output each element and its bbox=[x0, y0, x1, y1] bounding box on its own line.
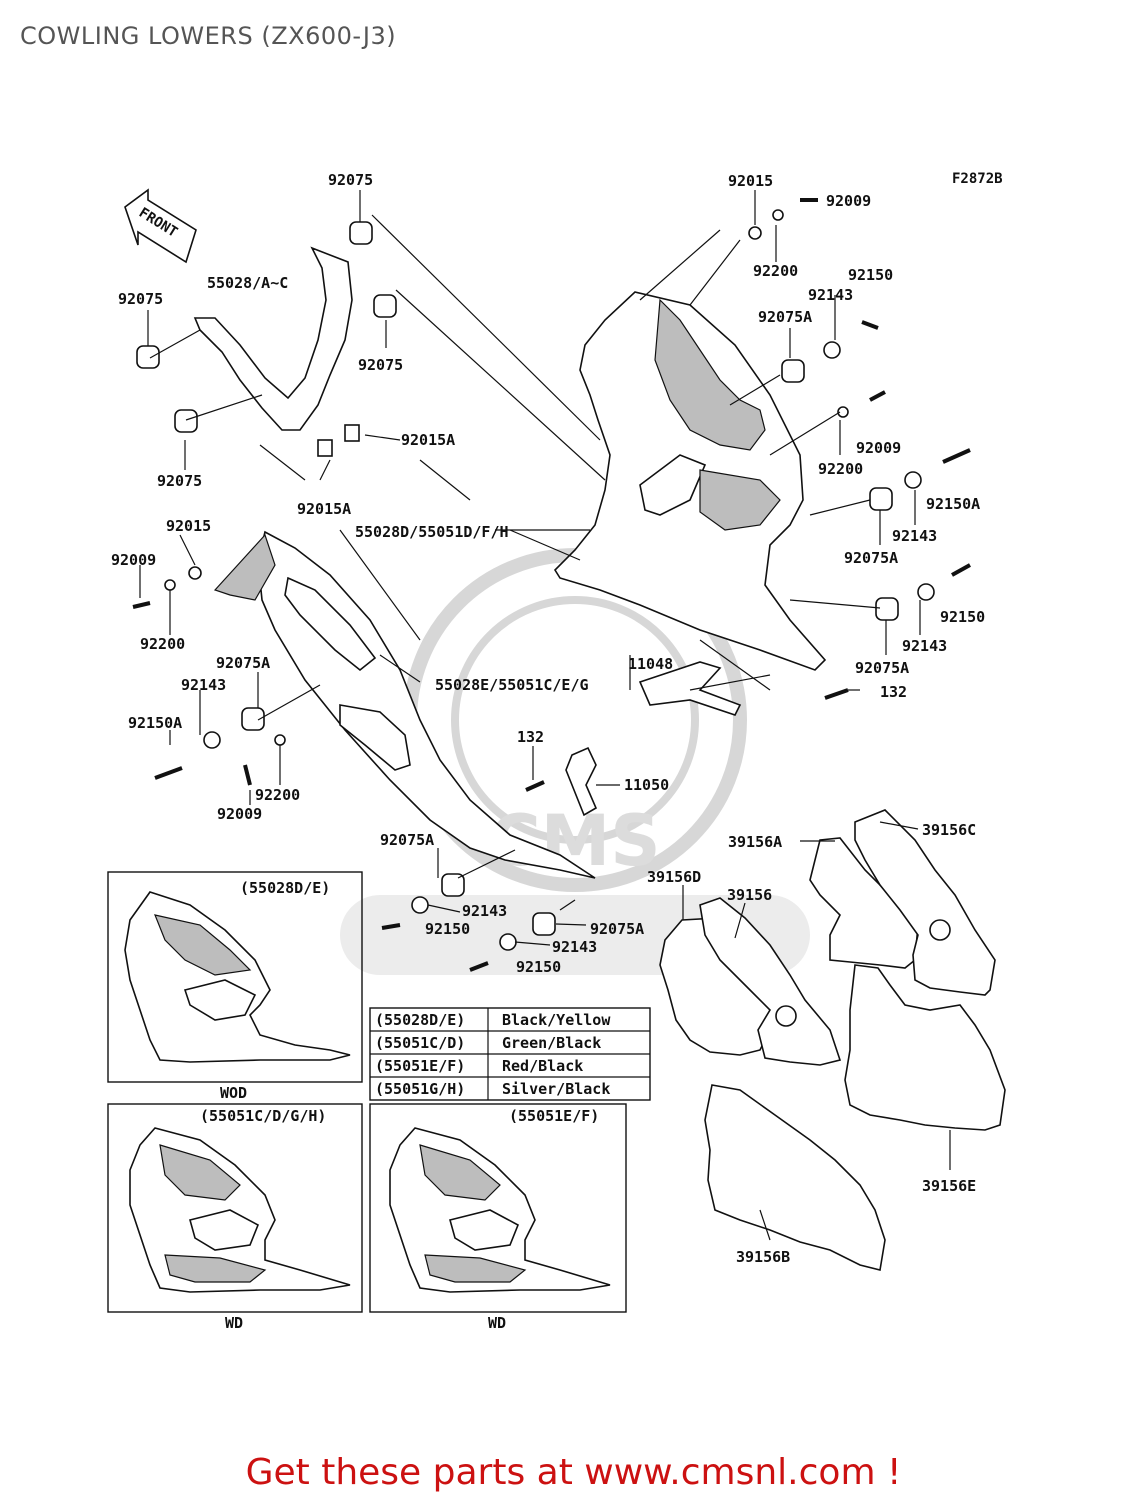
bracket-11048-part bbox=[638, 661, 742, 716]
label-92075A-c: 92075A bbox=[216, 654, 270, 672]
label-39156A: 39156A bbox=[728, 833, 782, 851]
variant-2-caption: WD bbox=[225, 1314, 243, 1332]
label-92143-e: 92143 bbox=[462, 902, 507, 920]
label-92143-f: 92143 bbox=[552, 938, 597, 956]
color-table-code-3: (55051E/F) bbox=[375, 1057, 465, 1075]
label-39156: 39156 bbox=[727, 886, 772, 904]
label-92009-c: 92009 bbox=[111, 551, 156, 569]
label-92009-a: 92009 bbox=[826, 192, 871, 210]
pad-leaders bbox=[682, 821, 951, 1241]
label-92143-d: 92143 bbox=[181, 676, 226, 694]
color-table bbox=[369, 1007, 651, 1101]
label-layer: F2872B 92075 92015 92009 55028/A~C 92075… bbox=[111, 171, 1003, 1332]
footer-link[interactable]: Get these parts at www.cmsnl.com ! bbox=[245, 1452, 902, 1493]
label-92009-b: 92009 bbox=[856, 439, 901, 457]
label-92200-d: 92200 bbox=[255, 786, 300, 804]
pad-39156E bbox=[844, 964, 1006, 1131]
variant-box-1 bbox=[107, 871, 363, 1083]
label-55028E: 55028E/55051C/E/G bbox=[435, 676, 589, 694]
label-92075-c: 92075 bbox=[358, 356, 403, 374]
bracket-11050-part bbox=[565, 746, 598, 817]
pad-39156 bbox=[699, 897, 842, 1066]
lower-cowling-part bbox=[213, 530, 596, 879]
label-92150-d: 92150 bbox=[516, 958, 561, 976]
label-92143-c: 92143 bbox=[902, 637, 947, 655]
variant-box-2 bbox=[107, 1103, 363, 1313]
label-92150-b: 92150 bbox=[940, 608, 985, 626]
label-39156E: 39156E bbox=[922, 1177, 976, 1195]
label-11050: 11050 bbox=[624, 776, 669, 794]
label-92150A-a: 92150A bbox=[926, 495, 980, 513]
label-92075A-b: 92075A bbox=[844, 549, 898, 567]
color-table-color-1: Black/Yellow bbox=[502, 1011, 611, 1029]
pad-39156B bbox=[704, 1084, 886, 1271]
pad-39156A bbox=[809, 837, 919, 969]
label-132-b: 132 bbox=[517, 728, 544, 746]
label-92015-a: 92015 bbox=[728, 172, 773, 190]
label-92075A-f: 92075A bbox=[590, 920, 644, 938]
label-92150-a: 92150 bbox=[848, 266, 893, 284]
label-92200-b: 92200 bbox=[818, 460, 863, 478]
label-39156B: 39156B bbox=[736, 1248, 790, 1266]
color-table-code-1: (55028D/E) bbox=[375, 1011, 465, 1029]
label-92143-a: 92143 bbox=[808, 286, 853, 304]
label-132-a: 132 bbox=[880, 683, 907, 701]
label-92075A-e: 92075A bbox=[380, 831, 434, 849]
label-92143-b: 92143 bbox=[892, 527, 937, 545]
label-92009-d: 92009 bbox=[217, 805, 262, 823]
label-92200-c: 92200 bbox=[140, 635, 185, 653]
leader-lines bbox=[139, 190, 921, 946]
page-title: COWLING LOWERS (ZX600-J3) bbox=[20, 22, 397, 50]
label-92075-b: 92075 bbox=[118, 290, 163, 308]
label-92075-a: 92075 bbox=[328, 171, 373, 189]
hardware-parts bbox=[132, 198, 971, 972]
label-92150-c: 92150 bbox=[425, 920, 470, 938]
variant-1-code: (55028D/E) bbox=[240, 879, 330, 897]
variant-2-code: (55051C/D/G/H) bbox=[200, 1107, 326, 1125]
label-11048: 11048 bbox=[628, 655, 673, 673]
label-55028D: 55028D/55051D/F/H bbox=[355, 523, 509, 541]
label-92015A-a: 92015A bbox=[401, 431, 455, 449]
label-92075A-a: 92075A bbox=[758, 308, 812, 326]
cushion-pads bbox=[659, 809, 1006, 1271]
label-92075-d: 92075 bbox=[157, 472, 202, 490]
figure-code: F2872B bbox=[952, 171, 1003, 187]
front-arrow-icon: FRONT bbox=[124, 188, 197, 264]
color-table-code-2: (55051C/D) bbox=[375, 1034, 465, 1052]
color-table-color-3: Red/Black bbox=[502, 1057, 583, 1075]
color-table-code-4: (55051G/H) bbox=[375, 1080, 465, 1098]
label-92015A-b: 92015A bbox=[297, 500, 351, 518]
variant-3-code: (55051E/F) bbox=[509, 1107, 599, 1125]
label-92200-a: 92200 bbox=[753, 262, 798, 280]
inner-cowl-part bbox=[193, 246, 353, 431]
label-92015-b: 92015 bbox=[166, 517, 211, 535]
pad-39156C bbox=[854, 809, 996, 996]
main-cowling-part bbox=[553, 291, 827, 671]
variant-3-caption: WD bbox=[488, 1314, 506, 1332]
variant-box-3 bbox=[369, 1103, 627, 1313]
label-39156C: 39156C bbox=[922, 821, 976, 839]
parts-diagram: CMS FRONT bbox=[107, 188, 1006, 1313]
color-table-color-2: Green/Black bbox=[502, 1034, 601, 1052]
label-92150A-b: 92150A bbox=[128, 714, 182, 732]
label-39156D: 39156D bbox=[647, 868, 701, 886]
label-55028-a-c: 55028/A~C bbox=[207, 274, 288, 292]
variant-1-caption: WOD bbox=[220, 1084, 247, 1102]
color-table-color-4: Silver/Black bbox=[502, 1080, 610, 1098]
label-92075A-d: 92075A bbox=[855, 659, 909, 677]
